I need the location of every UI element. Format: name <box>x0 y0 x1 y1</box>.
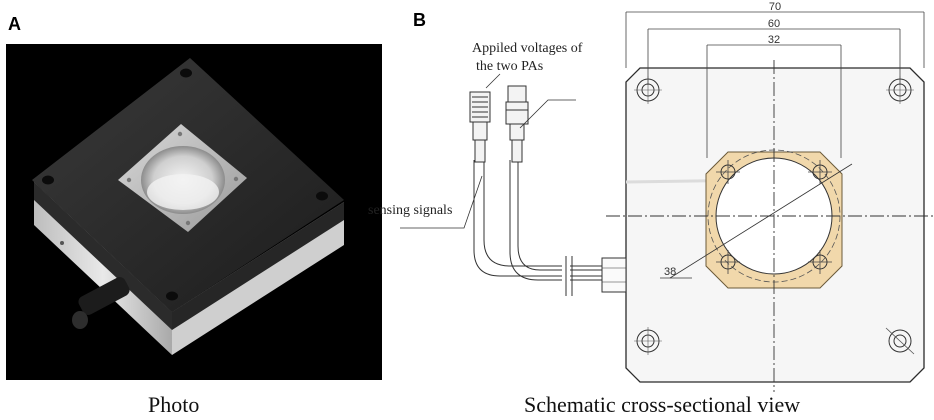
panel-b-caption: Schematic cross-sectional view <box>524 392 801 417</box>
mount-hole <box>166 291 178 301</box>
corner-hole <box>885 327 915 355</box>
mount-hole <box>180 68 192 78</box>
dimension-32: 32 <box>768 34 780 46</box>
plate-connector <box>601 257 627 293</box>
dimension-60: 60 <box>768 18 780 30</box>
dimension-70: 70 <box>769 1 781 13</box>
panel-a-letter: A <box>8 14 21 34</box>
voltage-label-line1: Appiled voltages of <box>472 41 583 56</box>
panel-b-letter: B <box>413 10 426 30</box>
corner-hole <box>634 327 662 355</box>
panel-a-caption: Photo <box>148 392 200 417</box>
voltage-label-line2: the two PAs <box>476 59 543 74</box>
cable-connector <box>78 277 130 315</box>
sensing-label: sensing signals <box>368 203 452 218</box>
cable-bundle <box>473 160 602 296</box>
mount-hole <box>316 191 328 201</box>
dimension-38: 38 <box>664 266 676 278</box>
mount-hole <box>42 175 54 185</box>
corner-hole <box>886 76 914 104</box>
voltage-connector <box>505 85 529 163</box>
corner-hole <box>634 76 662 104</box>
sensing-connector <box>469 91 491 163</box>
